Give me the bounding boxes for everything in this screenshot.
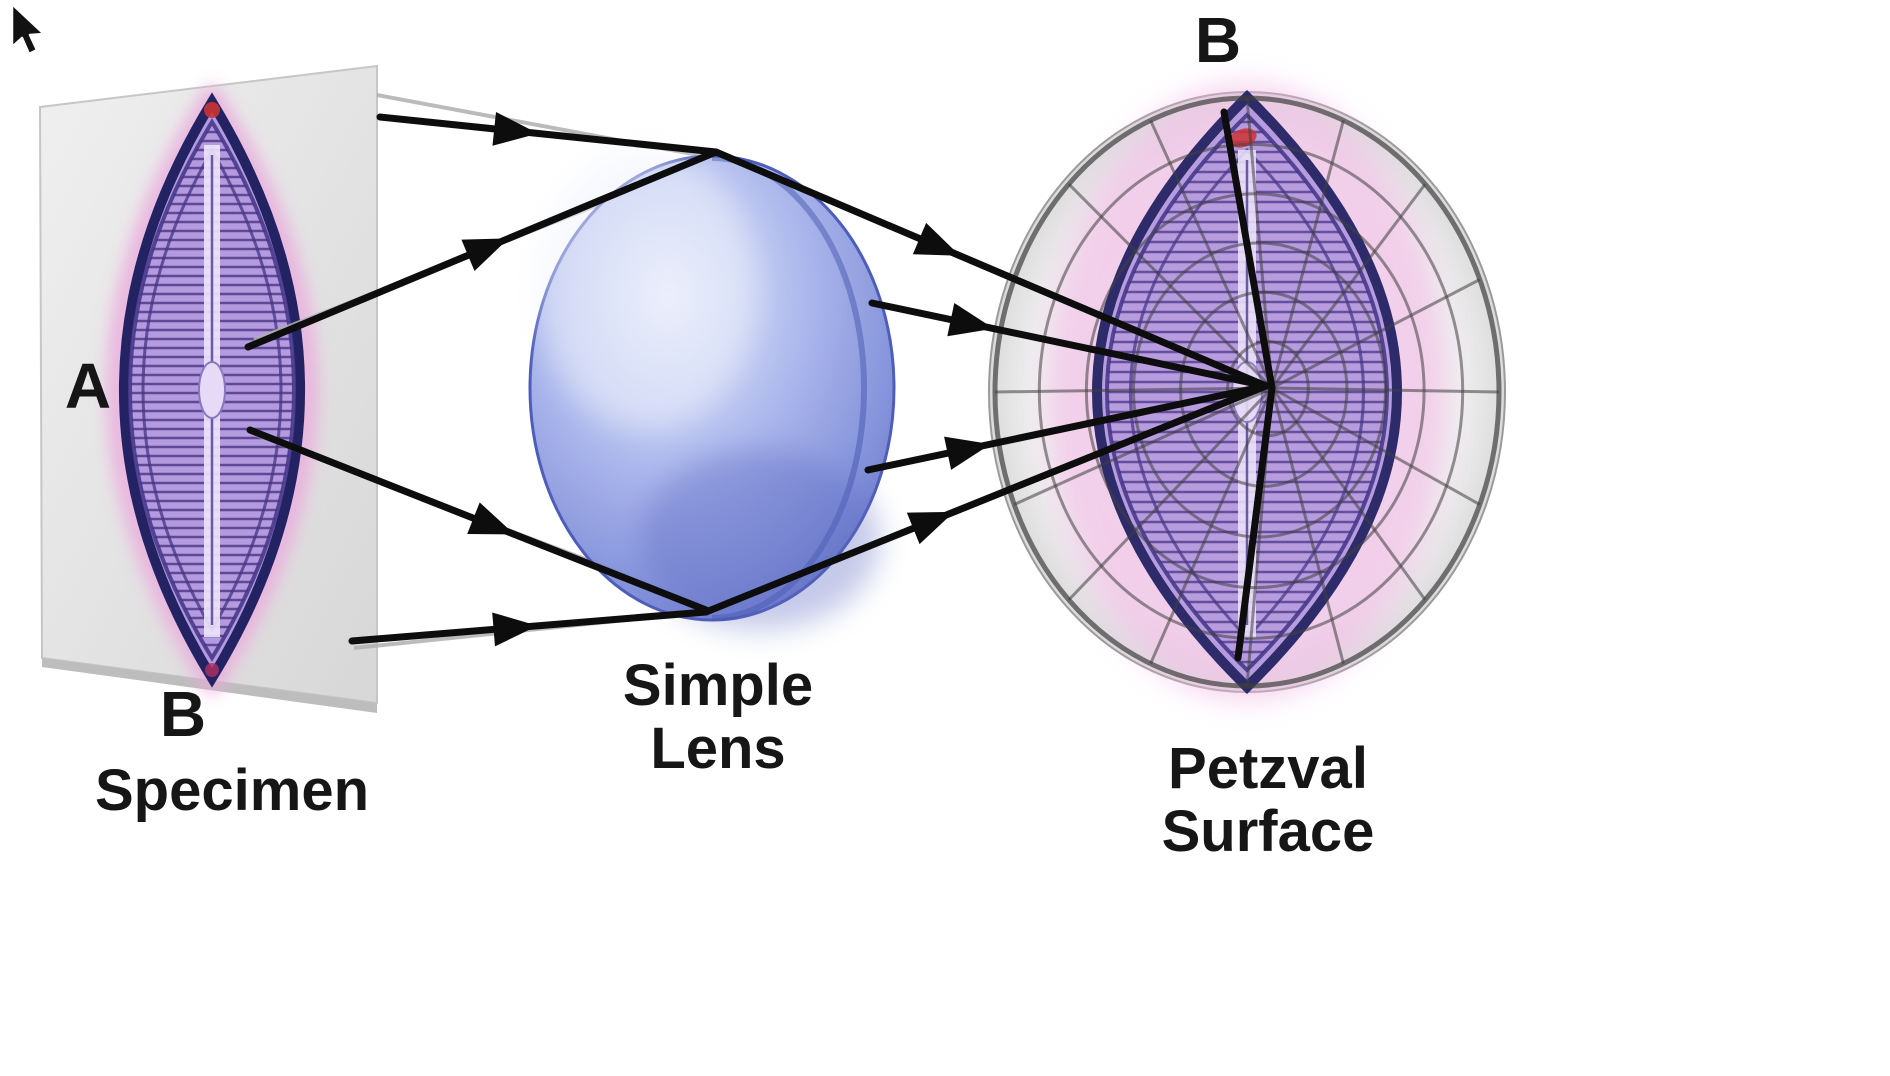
label-lens-caption-line2: Lens xyxy=(650,716,785,781)
label-petzval-caption-line2: Surface xyxy=(1162,799,1375,864)
label-specimen-point-a: A xyxy=(65,350,111,422)
simple-lens xyxy=(528,150,896,630)
label-specimen-point-b: B xyxy=(160,678,206,750)
diatom-central-nodule xyxy=(198,361,226,419)
label-specimen-caption: Specimen xyxy=(95,758,369,823)
label-petzval-caption-line1: Petzval xyxy=(1168,736,1368,801)
petzval-surface xyxy=(988,84,1506,700)
mouse-cursor-icon xyxy=(10,2,46,56)
diatom-red-tip-top xyxy=(204,102,220,118)
label-lens-caption-line1: Simple xyxy=(623,653,813,718)
specimen-diatom xyxy=(108,84,316,696)
label-petzval-point-b: B xyxy=(1195,4,1241,76)
light-rays xyxy=(244,108,1276,662)
diatom-red-tip-bottom xyxy=(205,663,219,677)
